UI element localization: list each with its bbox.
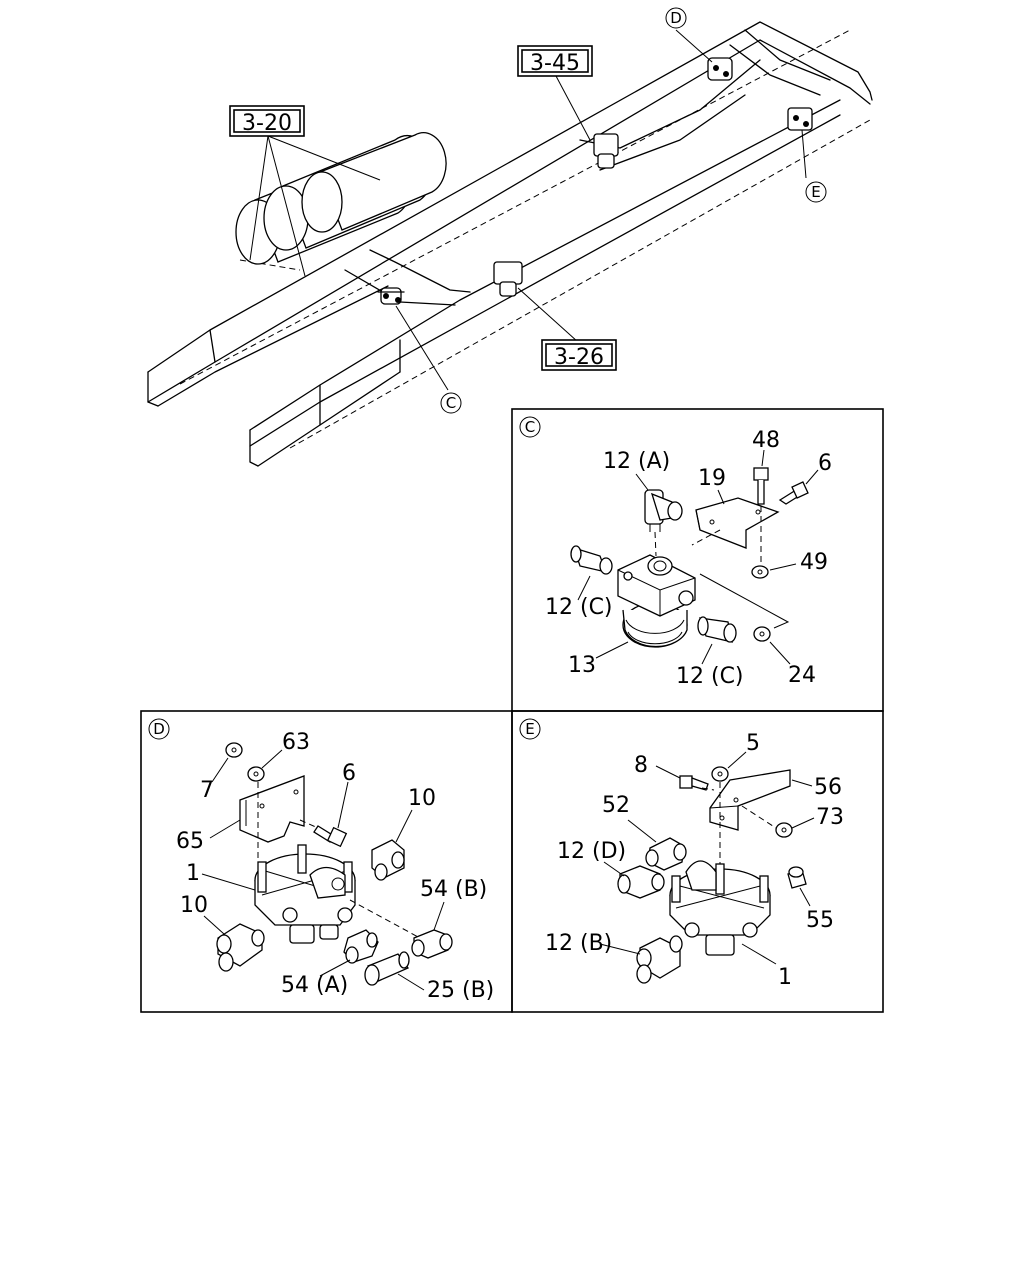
svg-text:48: 48	[752, 428, 780, 453]
fitting-52	[645, 837, 687, 871]
svg-text:12 (B): 12 (B)	[545, 931, 612, 956]
fitting-10-top	[371, 839, 405, 881]
frame-valve-326	[493, 261, 523, 297]
nut-24	[753, 626, 771, 642]
panel-c: C	[511, 408, 884, 712]
svg-text:1: 1	[186, 861, 200, 886]
svg-text:54 (B): 54 (B)	[420, 877, 487, 902]
fitting-54a	[343, 929, 379, 964]
bolt-6d	[313, 825, 348, 848]
svg-text:56: 56	[814, 775, 842, 800]
svg-text:10: 10	[180, 893, 208, 918]
svg-text:12 (D): 12 (D)	[557, 839, 626, 864]
callout-c: C	[440, 392, 462, 414]
svg-text:12 (A): 12 (A)	[603, 449, 670, 474]
svg-text:1: 1	[778, 965, 792, 990]
relay-valve-1d	[254, 844, 356, 944]
svg-text:54 (A): 54 (A)	[281, 973, 348, 998]
svg-text:19: 19	[698, 466, 726, 491]
panel-d-tag: D	[153, 720, 165, 738]
ref-box-3-45: 3-45	[517, 45, 593, 77]
svg-text:C: C	[446, 394, 456, 412]
relay-valve-1e	[669, 860, 771, 956]
ref-box-3-26: 3-26	[541, 339, 617, 371]
svg-text:55: 55	[806, 908, 834, 933]
fitting-54b	[411, 929, 453, 959]
svg-text:12 (C): 12 (C)	[676, 664, 744, 689]
bracket-65	[239, 775, 305, 843]
bolt-8	[679, 775, 709, 791]
nut-73	[775, 822, 793, 838]
callout-d: D	[665, 7, 687, 29]
svg-text:73: 73	[816, 805, 844, 830]
svg-text:E: E	[811, 183, 820, 201]
bracket-19	[695, 497, 780, 549]
svg-text:6: 6	[342, 761, 356, 786]
ref-3-20-text: 3-20	[242, 111, 292, 136]
callout-e: E	[805, 181, 827, 203]
fitting-25b	[364, 951, 410, 986]
svg-text:7: 7	[200, 778, 214, 803]
svg-text:63: 63	[282, 730, 310, 755]
frame-valve-e	[787, 107, 813, 131]
fitting-12d	[617, 865, 665, 899]
relay-valve-13	[617, 554, 696, 648]
fitting-12c-left	[570, 545, 613, 575]
svg-text:6: 6	[818, 451, 832, 476]
bolt-48	[753, 467, 769, 505]
fitting-12b	[636, 935, 683, 984]
overview-leaders	[249, 29, 807, 391]
panel-d: D	[140, 710, 513, 1013]
svg-text:10: 10	[408, 786, 436, 811]
nut-7	[225, 742, 243, 758]
ref-3-45-text: 3-45	[530, 51, 580, 76]
svg-text:5: 5	[746, 731, 760, 756]
nut-49	[751, 565, 769, 579]
ref-box-3-20: 3-20	[229, 105, 305, 137]
svg-text:D: D	[670, 9, 682, 27]
bolt-6	[778, 481, 809, 505]
svg-text:25 (B): 25 (B)	[427, 978, 494, 1003]
svg-text:65: 65	[176, 829, 204, 854]
fitting-12c-right	[697, 616, 737, 643]
panel-e: E	[511, 710, 884, 1013]
frame-valve-d	[707, 57, 733, 81]
frame-valve-345	[593, 133, 619, 169]
fitting-12a	[644, 489, 683, 532]
panel-e-tag: E	[525, 720, 534, 738]
bracket-56	[709, 769, 791, 831]
panel-c-tag: C	[525, 418, 535, 436]
nut-63	[247, 766, 265, 782]
nut-5	[711, 766, 729, 782]
svg-text:8: 8	[634, 753, 648, 778]
fitting-55	[787, 866, 807, 889]
ref-3-26-text: 3-26	[554, 345, 604, 370]
svg-text:52: 52	[602, 793, 630, 818]
fitting-10-left	[216, 923, 265, 972]
svg-text:24: 24	[788, 663, 816, 688]
svg-text:49: 49	[800, 550, 828, 575]
frame-valve-c	[377, 287, 405, 305]
svg-text:13: 13	[568, 653, 596, 678]
